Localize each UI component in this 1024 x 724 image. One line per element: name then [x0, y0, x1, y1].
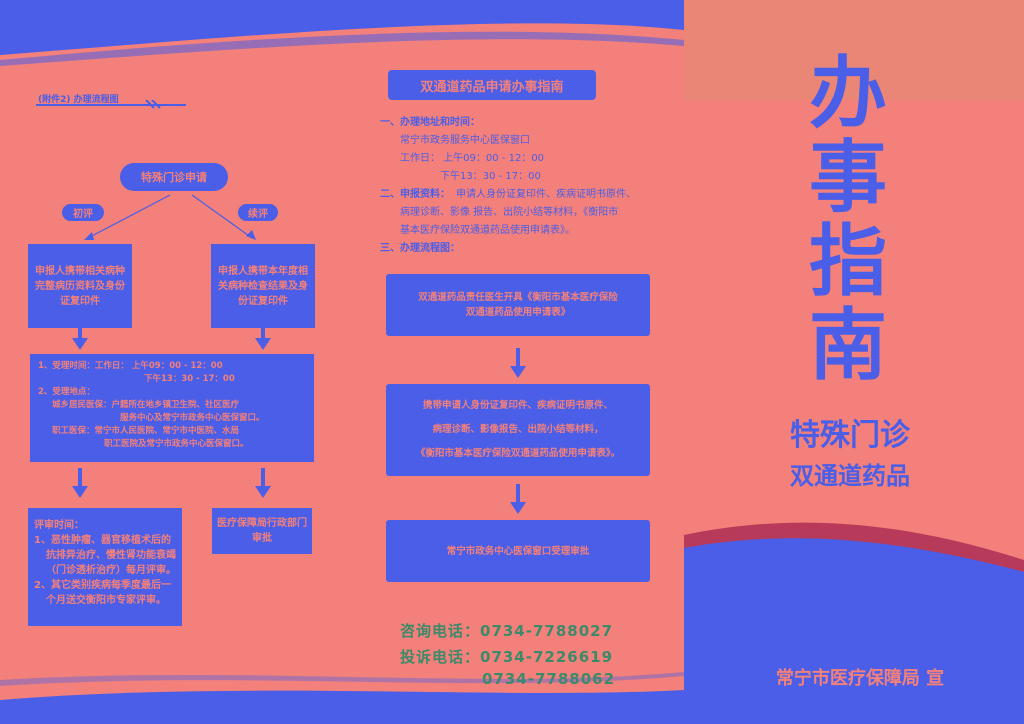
start-node-special-outpatient: 特殊门诊申请 — [120, 163, 228, 191]
box-renewal-materials: 申报人携带本年度相关病种检查结果及身份证复印件 — [211, 244, 315, 328]
guide-title: 双通道药品申请办事指南 — [388, 70, 596, 100]
cover-decor — [684, 0, 1024, 724]
arrow-down-icon — [255, 320, 271, 350]
flow-line: 双通道药品使用申请表》 — [465, 307, 571, 318]
section2-line: 申请人身份证复印件、疾病证明书原件、 — [456, 189, 636, 200]
arrow-down-icon — [510, 348, 526, 378]
title-char: 办 — [808, 49, 887, 139]
info-line: 职工医院及常宁市政务中心医保窗口。 — [104, 439, 249, 449]
arrow-down-icon — [510, 484, 526, 514]
info-line: 1、受理时间：工作日： 上午09：00 - 12：00 — [38, 361, 223, 371]
complaint-phone: 投诉电话：0734-7226619 — [400, 648, 614, 666]
info-line: 职工医保：常宁市人民医院、常宁市中医院、水局 — [52, 426, 240, 436]
review-line: 2、其它类别疾病每季度最后一 — [34, 580, 171, 591]
extra-phone: 0734-7788062 — [482, 670, 616, 688]
cover-big-title: 办 事 指 南 — [800, 52, 896, 388]
section1-address: 常宁市政务服务中心医保窗口 — [400, 135, 530, 146]
arrow-down-icon — [72, 468, 88, 498]
review-line: （门诊透析治疗）每月评审。 — [46, 565, 176, 576]
arrow-down-icon — [72, 320, 88, 350]
arrow-down-icon — [255, 468, 271, 498]
cover-subtitle-dual-channel: 双通道药品 — [790, 462, 910, 490]
section1-heading: 一、办理地址和时间： — [380, 117, 480, 128]
approval-box: 医疗保障局行政部门审批 — [212, 508, 312, 554]
attachment-label: (附件2) 办理流程图 — [38, 95, 119, 105]
section2-line: 基本医疗保险双通道药品使用申请表》。 — [400, 225, 575, 236]
section3-heading: 三、办理流程图： — [380, 243, 460, 254]
branch-renewal-review-label: 续评 — [238, 204, 278, 221]
flow-step-3: 常宁市政务中心医保窗口受理审批 — [386, 520, 650, 582]
section2-heading: 二、申报资料： — [380, 189, 450, 200]
title-char: 南 — [808, 301, 887, 391]
review-time-box: 评审时间： 1、恶性肿瘤、器官移植术后的 抗排异治疗、慢性肾功能衰竭 （门诊透析… — [28, 508, 182, 626]
section1-morning-hours: 工作日： 上午09：00 - 12：00 — [400, 153, 545, 164]
info-line: 服务中心及常宁市政务中心医保窗口。 — [120, 413, 265, 423]
cover-subtitle-special-outpatient: 特殊门诊 — [790, 418, 910, 453]
review-line: 1、恶性肿瘤、器官移植术后的 — [34, 535, 171, 546]
flow-line: 《衡阳市基本医疗保险双通道药品使用申请表》。 — [415, 448, 621, 459]
cover-panel — [684, 0, 1024, 724]
flow-line: 携带申请人身份证复印件、疾病证明书原件、 — [422, 400, 613, 411]
title-char: 事 — [808, 133, 887, 223]
branch-initial-review-label: 初评 — [62, 204, 104, 221]
flow-step-1: 双通道药品责任医生开具《衡阳市基本医疗保险 双通道药品使用申请表》 — [386, 274, 650, 336]
consult-phone: 咨询电话：0734-7788027 — [400, 622, 614, 640]
title-char: 指 — [808, 217, 887, 307]
branch-arrows — [84, 194, 256, 240]
review-line: 个月送交衡阳市专家评审。 — [46, 595, 166, 606]
info-line: 城乡居民医保：户籍所在地乡镇卫生院、社区医疗 — [52, 400, 240, 410]
box-initial-materials: 申报人携带相关病种完整病历资料及身份证复印件 — [28, 244, 132, 328]
section1-afternoon-hours: 下午13：30 - 17：00 — [440, 171, 541, 182]
review-line: 评审时间： — [34, 520, 84, 531]
info-line: 2、受理地点： — [38, 387, 95, 397]
flow-line: 双通道药品责任医生开具《衡阳市基本医疗保险 — [418, 292, 618, 303]
acceptance-info-box: 1、受理时间：工作日： 上午09：00 - 12：00 下午13：30 - 17… — [30, 354, 314, 462]
attachment-underline — [36, 100, 186, 109]
info-line: 下午13：30 - 17：00 — [144, 374, 235, 384]
section2-line: 病理诊断、影像 报告、出院小结等材料，《衡阳市 — [400, 207, 619, 218]
flow-step-2: 携带申请人身份证复印件、疾病证明书原件、 病理诊断、影像报告、出院小结等材料， … — [386, 384, 650, 476]
review-line: 抗排异治疗、慢性肾功能衰竭 — [46, 550, 176, 561]
brochure-background-decor — [0, 0, 684, 724]
flow-line: 病理诊断、影像报告、出院小结等材料， — [432, 424, 604, 435]
cover-footer-publisher: 常宁市医疗保障局 宣 — [775, 668, 945, 689]
